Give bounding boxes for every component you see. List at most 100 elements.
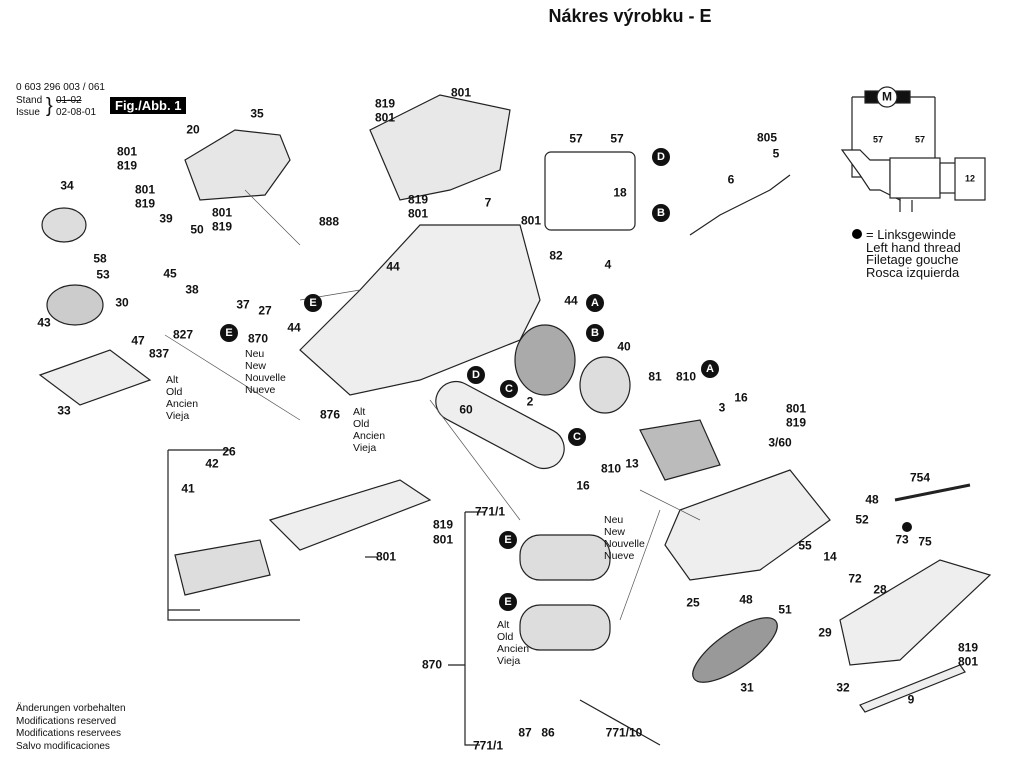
part-callout: 42 — [205, 456, 219, 471]
assembly-marker: E — [220, 324, 238, 342]
part-callout: 819 — [134, 196, 156, 211]
part-callout: 819 — [116, 158, 138, 173]
assembly-marker: D — [652, 148, 670, 166]
assembly-marker: A — [701, 360, 719, 378]
part-callout: 55 — [798, 538, 812, 553]
part-callout: 801 — [134, 182, 156, 197]
part-callout: 73 — [895, 532, 909, 547]
leader-lines — [164, 189, 701, 621]
group-bracket-left — [167, 449, 300, 621]
housing-part — [299, 224, 541, 396]
wiring-schematic — [840, 86, 986, 212]
drum-new-part — [519, 534, 611, 581]
part-callout: 771/10 — [605, 725, 643, 740]
part-callout: 888 — [318, 214, 340, 229]
belt-part — [692, 617, 778, 683]
part-callout: 44 — [564, 293, 578, 308]
part-callout: 819 — [432, 517, 454, 532]
part-callout: 801 — [374, 110, 396, 125]
part-callout: 819 — [785, 415, 807, 430]
part-callout: 819 — [211, 219, 233, 234]
part-callout: 13 — [625, 456, 639, 471]
part-callout: 6 — [727, 172, 735, 187]
part-callout: 58 — [93, 251, 107, 266]
shoe-part — [174, 539, 271, 596]
part-callout: 3/60 — [768, 435, 792, 450]
part-callout: 870 — [421, 657, 443, 672]
part-callout: 82 — [549, 248, 563, 263]
part-callout: 48 — [865, 492, 879, 507]
part-callout: 870 — [247, 331, 269, 346]
assembly-marker: B — [652, 204, 670, 222]
part-callout: 754 — [909, 470, 931, 485]
part-callout: 28 — [873, 582, 887, 597]
assembly-marker: B — [586, 324, 604, 342]
part-callout: 827 — [172, 327, 194, 342]
part-callout: 5 — [772, 146, 780, 161]
part-callout: 53 — [96, 267, 110, 282]
part-callout: 39 — [159, 211, 173, 226]
part-callout: 2 — [526, 394, 534, 409]
part-callout: 819 — [374, 96, 396, 111]
wrench-part — [894, 483, 971, 502]
figure-label: Fig./Abb. 1 — [110, 97, 187, 114]
part-callout: 801 — [957, 654, 979, 669]
part-callout: 771/1 — [472, 738, 504, 753]
gear-housing-part — [664, 469, 831, 581]
wire-label-right: 57 — [914, 134, 926, 145]
stand-label: Stand — [16, 95, 43, 106]
part-callout: 801 — [520, 213, 542, 228]
armature-part — [639, 419, 721, 481]
part-callout: 26 — [222, 444, 236, 459]
part-callout: 44 — [287, 320, 301, 335]
motor-symbol: M — [882, 89, 892, 104]
part-callout: 87 — [518, 725, 532, 740]
part-callout: 801 — [432, 532, 454, 547]
issue-date: 02-08-01 — [56, 107, 97, 118]
part-callout: 48 — [739, 592, 753, 607]
handle-part — [184, 129, 291, 201]
switch-label: 12 — [964, 173, 976, 184]
old-date: 01-02 — [56, 95, 82, 106]
part-callout: 25 — [686, 595, 700, 610]
cover-part — [369, 94, 511, 201]
assembly-marker: E — [304, 294, 322, 312]
part-callout: 16 — [576, 478, 590, 493]
part-callout: 57 — [569, 131, 583, 146]
part-callout: 9 — [907, 692, 915, 707]
bracket-part — [544, 151, 636, 231]
sole-plate-part — [268, 479, 432, 551]
stator-part — [514, 324, 576, 396]
assembly-marker: A — [586, 294, 604, 312]
part-callout: 72 — [848, 571, 862, 586]
part-callout: 47 — [131, 333, 145, 348]
part-callout: 41 — [181, 481, 195, 496]
part-callout: 805 — [756, 130, 778, 145]
assembly-marker: C — [500, 380, 518, 398]
part-callout: 801 — [407, 206, 429, 221]
part-callout: 31 — [740, 680, 754, 695]
issue-label: Issue — [16, 107, 40, 118]
wire-label-left: 57 — [872, 134, 884, 145]
page-title: Nákres výrobku - E — [548, 6, 712, 26]
cord-part — [689, 174, 791, 236]
part-callout: 801 — [450, 85, 472, 100]
part-callout: 3 — [718, 400, 726, 415]
part-callout: 51 — [778, 602, 792, 617]
assembly-marker: E — [499, 593, 517, 611]
dial-part — [46, 284, 104, 326]
part-callout: 20 — [186, 122, 200, 137]
part-callout: 43 — [37, 315, 51, 330]
part-callout: 40 — [617, 339, 631, 354]
part-callout: 27 — [258, 303, 272, 318]
part-callout: 801 — [785, 401, 807, 416]
base-plate-part — [38, 349, 152, 406]
part-callout: 819 — [407, 192, 429, 207]
part-callout: 57 — [610, 131, 624, 146]
part-callout: 29 — [818, 625, 832, 640]
